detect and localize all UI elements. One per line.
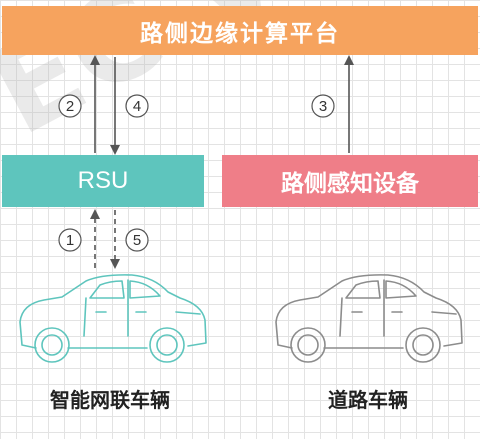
roadside-sensor-label: 路侧感知设备 xyxy=(281,171,419,197)
step-number-1: 1 xyxy=(66,232,74,249)
edge-platform-box: 路侧边缘计算平台 xyxy=(2,6,478,55)
edge-platform-label: 路侧边缘计算平台 xyxy=(140,20,340,47)
step-number-4: 4 xyxy=(133,98,141,115)
rsu-box: RSU xyxy=(2,155,204,207)
step-badge-4: 4 xyxy=(125,94,149,118)
connected-vehicle-label: 智能网联车辆 xyxy=(50,388,170,412)
rsu-label: RSU xyxy=(77,167,129,194)
road-vehicle-car-icon xyxy=(275,274,463,363)
step-number-5: 5 xyxy=(133,232,141,249)
step-badge-5: 5 xyxy=(125,228,149,252)
step-badge-1: 1 xyxy=(58,228,82,252)
roadside-sensor-box: 路侧感知设备 xyxy=(222,155,478,207)
step-number-3: 3 xyxy=(319,98,327,115)
connected-vehicle-car-icon xyxy=(19,274,207,363)
step-number-2: 2 xyxy=(66,98,74,115)
road-vehicle-label: 道路车辆 xyxy=(328,388,408,412)
step-badge-2: 2 xyxy=(58,94,82,118)
step-badge-3: 3 xyxy=(311,94,335,118)
